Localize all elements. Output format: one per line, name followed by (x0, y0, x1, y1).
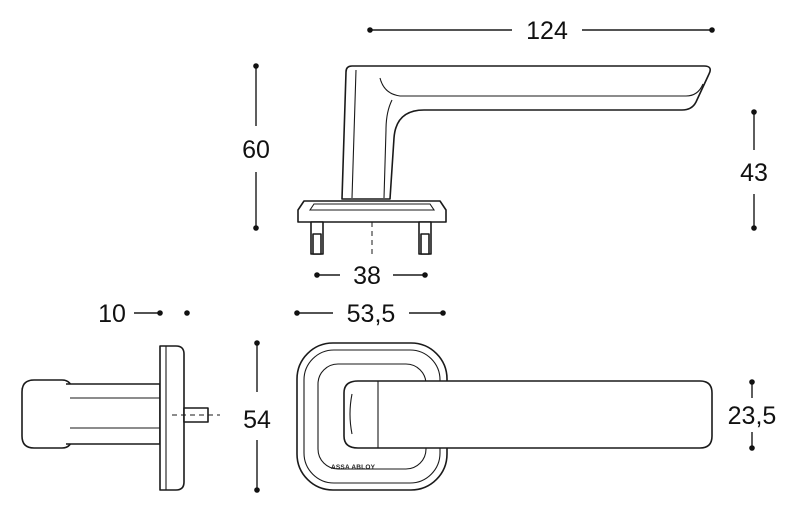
lever-front-slot (349, 393, 353, 435)
brand-logo: ASSA ABLOY (331, 464, 376, 471)
dim-rose-depth: 10 (98, 300, 190, 328)
spindle-top-view (183, 407, 209, 423)
dim-grip-height-label: 23,5 (728, 402, 777, 430)
dim-length-label: 124 (526, 17, 568, 45)
lever-outline (341, 65, 711, 200)
grip-end (21, 379, 73, 449)
dim-rose-width: 53,5 (294, 300, 446, 328)
grip-body (66, 383, 161, 445)
lever-inner-edge (351, 69, 704, 199)
dim-lever-height-label: 43 (740, 159, 768, 187)
dim-grip-height: 23,5 (728, 379, 777, 451)
lever-front (343, 380, 713, 449)
rose-side (297, 200, 447, 223)
dim-rose-height: 54 (243, 340, 271, 493)
dim-rose-width-label: 53,5 (347, 300, 396, 328)
rose-side-inner (308, 203, 436, 211)
rose-top-view (159, 345, 185, 491)
dim-spindle-spacing: 38 (314, 262, 428, 290)
dim-rose-height-label: 54 (243, 406, 271, 434)
spindle-right-tip (420, 233, 430, 255)
dim-height-label: 60 (242, 136, 270, 164)
top-view (21, 345, 220, 491)
dim-lever-height: 43 (740, 109, 768, 231)
dim-height: 60 (242, 63, 270, 231)
spindle-left-tip (312, 233, 322, 255)
dim-length: 124 (367, 17, 715, 45)
dim-spindle-spacing-label: 38 (353, 262, 381, 290)
dim-rose-depth-label: 10 (98, 300, 126, 328)
front-view: ASSA ABLOY (296, 342, 713, 491)
side-view (297, 65, 711, 258)
